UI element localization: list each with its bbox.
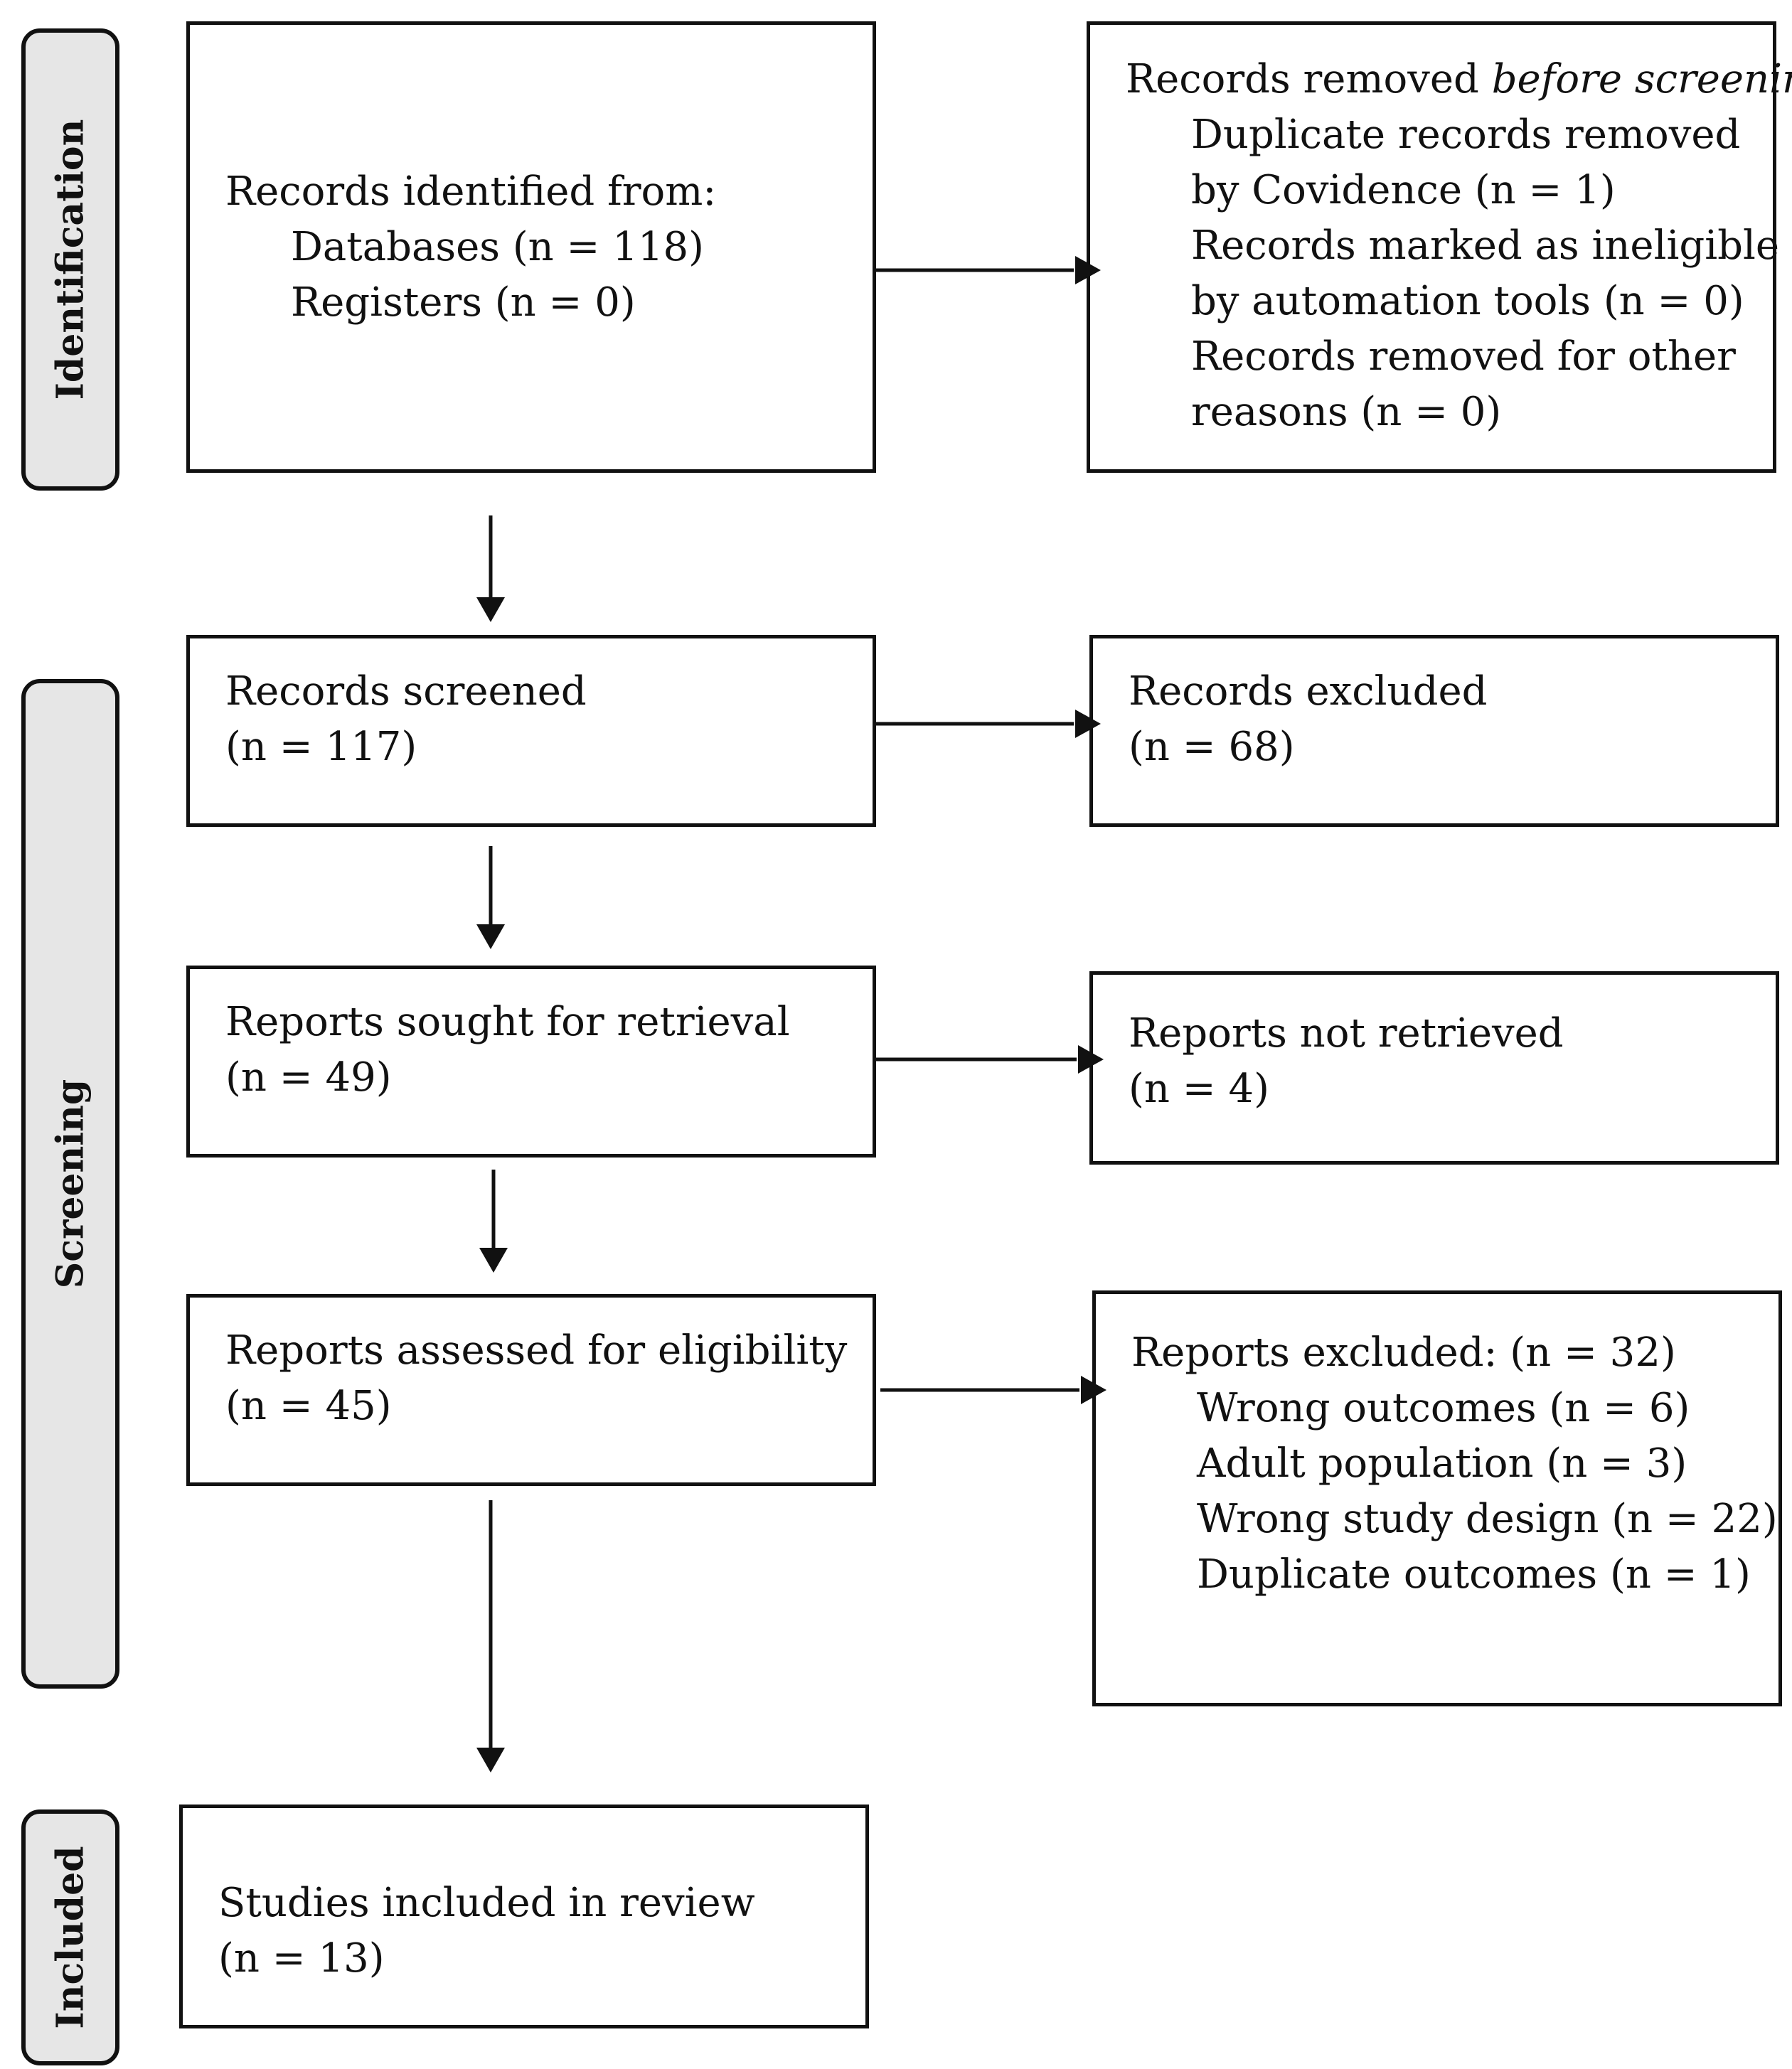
arrowhead [476, 924, 505, 949]
records-identified-title: Records identified from: [225, 169, 717, 215]
reports-assessed-title: Reports assessed for eligibility [225, 1327, 848, 1374]
reports-sought-count: (n = 49) [225, 1054, 392, 1101]
studies-included-text: Studies included in review (n = 13) [218, 1876, 755, 1987]
arrowhead [476, 1748, 505, 1773]
records-excluded-box: Records excluded (n = 68) [1089, 635, 1779, 827]
reports-assessed-text: Reports assessed for eligibility (n = 45… [225, 1323, 847, 1434]
removed-line: by automation tools (n = 0) [1191, 278, 1744, 324]
exclusion-reason: Duplicate outcomes (n = 1) [1197, 1551, 1751, 1598]
reports-not-retrieved-title: Reports not retrieved [1129, 1010, 1564, 1057]
reports-not-retrieved-text: Reports not retrieved (n = 4) [1129, 1006, 1564, 1117]
records-screened-text: Records screened (n = 117) [225, 664, 587, 775]
phase-included: Included [21, 1809, 119, 2065]
records-removed-title-prefix: Records removed [1126, 56, 1492, 102]
records-screened-title: Records screened [225, 668, 587, 715]
exclusion-reason: Wrong outcomes (n = 6) [1197, 1385, 1690, 1431]
removed-line: Records removed for other [1191, 333, 1736, 380]
studies-included-box: Studies included in review (n = 13) [179, 1805, 869, 2028]
registers-count: Registers (n = 0) [291, 279, 636, 326]
records-identified-text: Records identified from: Databases (n = … [225, 164, 716, 331]
phase-identification: Identification [21, 28, 119, 491]
exclusion-reason: Wrong study design (n = 22) [1197, 1496, 1778, 1542]
reports-excluded-box: Reports excluded: (n = 32) Wrong outcome… [1092, 1290, 1782, 1706]
studies-included-title: Studies included in review [218, 1880, 755, 1926]
reports-not-retrieved-count: (n = 4) [1129, 1066, 1269, 1112]
reports-sought-title: Reports sought for retrieval [225, 999, 790, 1045]
arrowhead [479, 1248, 508, 1273]
records-excluded-count: (n = 68) [1129, 724, 1295, 770]
reports-sought-box: Reports sought for retrieval (n = 49) [186, 966, 876, 1158]
arrowhead [1075, 710, 1101, 738]
records-removed-text: Records removed before screening: Duplic… [1126, 52, 1792, 440]
arrowhead [1081, 1376, 1106, 1404]
removed-line: Duplicate records removed [1191, 112, 1741, 158]
reports-assessed-count: (n = 45) [225, 1383, 392, 1429]
removed-line: Records marked as ineligible [1191, 223, 1780, 269]
exclusion-reason: Adult population (n = 3) [1197, 1440, 1687, 1487]
reports-assessed-box: Reports assessed for eligibility (n = 45… [186, 1294, 876, 1486]
records-identified-box: Records identified from: Databases (n = … [186, 21, 876, 473]
records-removed-title-italic: before screening [1491, 56, 1792, 102]
phase-screening: Screening [21, 679, 119, 1689]
arrowhead [476, 597, 505, 622]
records-screened-count: (n = 117) [225, 724, 417, 770]
records-removed-title: Records removed before screening: [1126, 52, 1792, 107]
arrowhead [1078, 1045, 1104, 1074]
reports-excluded-text: Reports excluded: (n = 32) Wrong outcome… [1131, 1325, 1778, 1603]
arrowhead [1075, 256, 1101, 284]
reports-excluded-title: Reports excluded: (n = 32) [1131, 1330, 1676, 1376]
studies-included-count: (n = 13) [218, 1935, 385, 1982]
reports-sought-text: Reports sought for retrieval (n = 49) [225, 995, 790, 1106]
removed-line: reasons (n = 0) [1191, 389, 1502, 435]
records-removed-box: Records removed before screening: Duplic… [1087, 21, 1792, 473]
removed-line: by Covidence (n = 1) [1191, 167, 1616, 213]
records-excluded-title: Records excluded [1129, 668, 1488, 715]
records-excluded-text: Records excluded (n = 68) [1129, 664, 1487, 775]
databases-count: Databases (n = 118) [291, 224, 704, 270]
records-screened-box: Records screened (n = 117) [186, 635, 876, 827]
reports-not-retrieved-box: Reports not retrieved (n = 4) [1089, 971, 1779, 1165]
